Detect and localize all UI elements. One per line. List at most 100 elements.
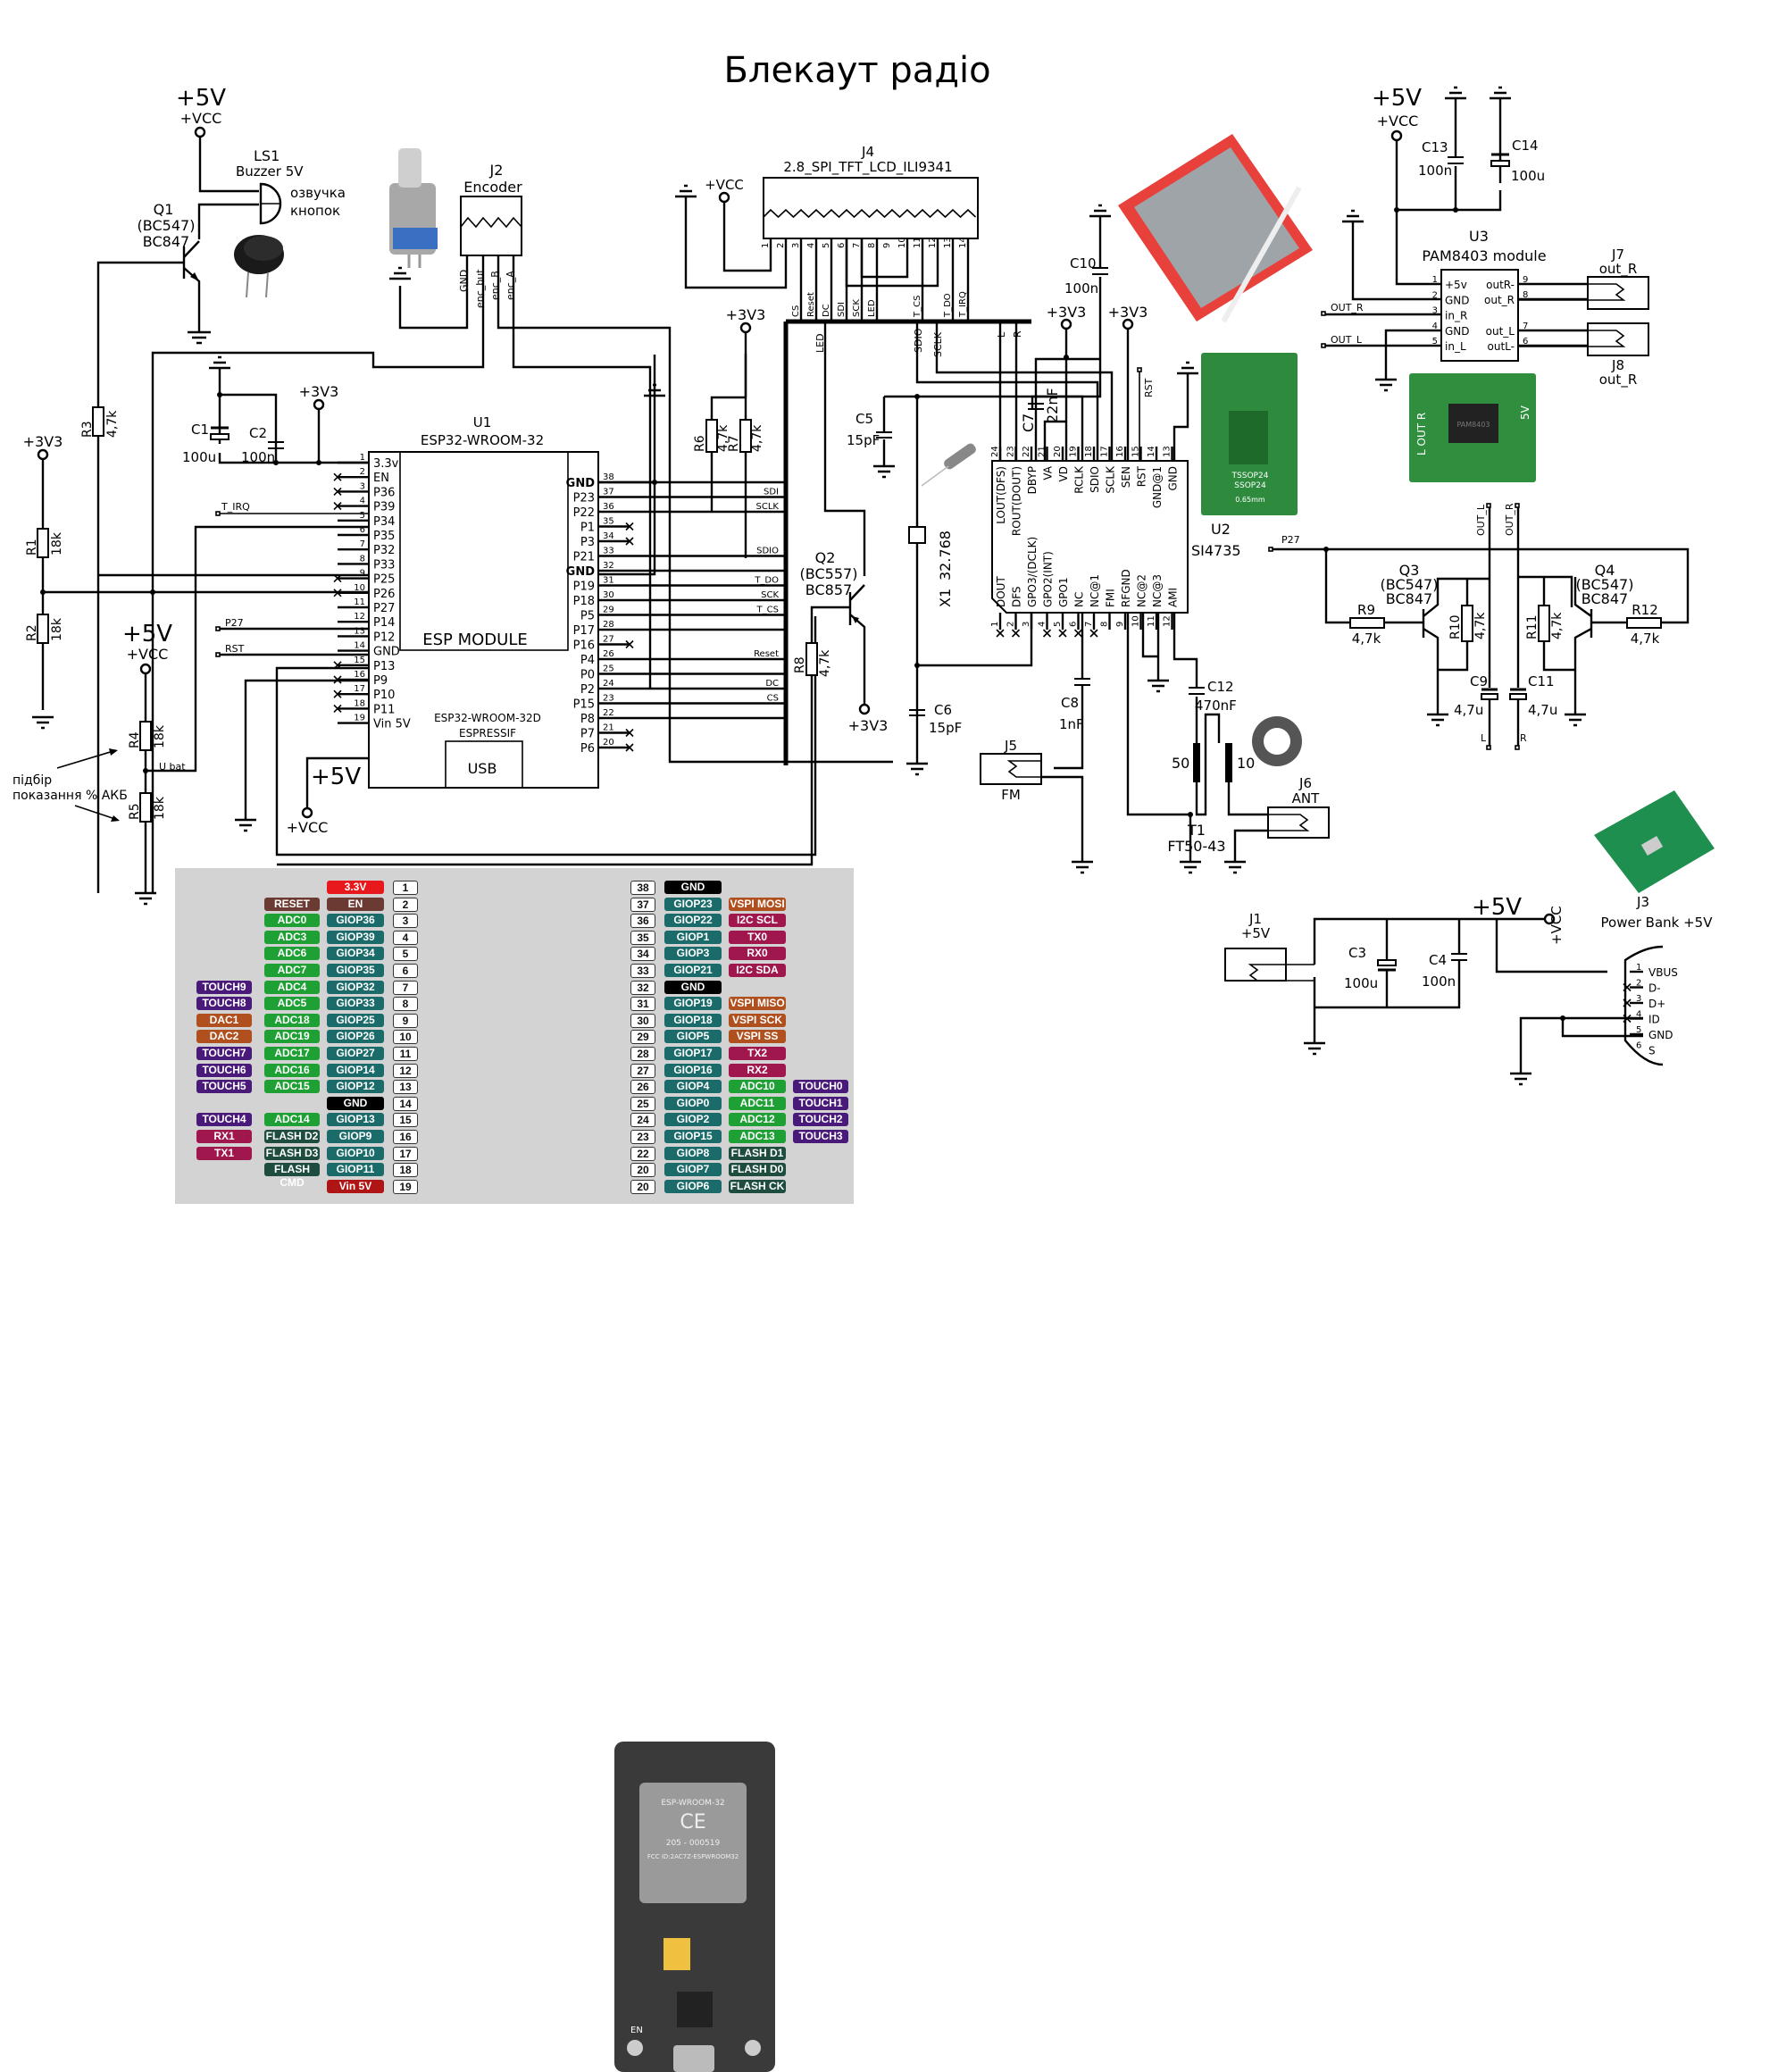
pinout-label: DAC2 <box>196 1030 252 1044</box>
wire-vd <box>1043 329 1068 461</box>
no-connect-icon <box>625 743 634 752</box>
u3-pin-number: 1 <box>1432 275 1438 285</box>
terminal-icon <box>37 448 49 461</box>
pinout-pin-number: 4 <box>393 930 418 945</box>
c8-value: 1nF <box>1059 716 1084 732</box>
u2-pin-number: 13 <box>1163 446 1173 457</box>
u1-net-label: DC <box>765 679 779 689</box>
u1-pin-label: GND <box>373 646 400 659</box>
wire <box>1395 98 1502 286</box>
u1-pin-number: 30 <box>603 590 614 600</box>
c14-value: 100u <box>1511 168 1545 184</box>
buzzer-icon <box>259 182 282 225</box>
wire <box>512 255 652 688</box>
u1-pin-label: GND <box>566 565 596 579</box>
wire <box>1195 713 1268 816</box>
u3-pin-number: 2 <box>1432 290 1438 300</box>
ls1-note2: кнопок <box>290 203 340 219</box>
u1-pin-label: P32 <box>373 544 395 557</box>
u1-pin-label: P39 <box>373 501 395 514</box>
c9-ref: C9 <box>1470 673 1488 689</box>
wire-p14 <box>275 616 817 856</box>
pinout-label: GIOP39 <box>327 930 384 944</box>
npn-transistor-icon <box>182 240 201 332</box>
pinout-label: TX2 <box>729 1047 786 1060</box>
wire-gnd <box>598 482 656 576</box>
pinout-pin-number: 5 <box>393 947 418 962</box>
pinout-label: ADC11 <box>729 1096 786 1110</box>
r2-value: 18k <box>50 617 64 641</box>
pinout-pin-number: 29 <box>630 1030 655 1045</box>
resistor-r6 <box>705 419 718 453</box>
pam8403-module <box>1440 269 1519 362</box>
no-connect-icon <box>1042 629 1052 638</box>
resistor-r12 <box>1626 617 1662 629</box>
en-button <box>627 2040 643 2056</box>
wire <box>96 261 184 893</box>
pam-chip-label: PAM8403 <box>1456 421 1490 429</box>
u3-pin-number: 9 <box>1523 275 1528 285</box>
pinout-pin-number: 24 <box>630 1113 655 1128</box>
wire-gnd <box>244 679 369 820</box>
u2-pin-label: SEN <box>1120 466 1132 488</box>
u2-pin-label: NC <box>1073 592 1086 607</box>
lcd-photo-icon <box>1118 134 1313 323</box>
u1-usb: USB <box>468 760 497 777</box>
capacitor-plate <box>1490 160 1510 167</box>
u1-pin-label: GND <box>566 477 596 490</box>
j4-ref: J4 <box>861 144 874 160</box>
j4-pin-number: 3 <box>791 243 801 248</box>
u1-pin-number: 4 <box>360 497 365 506</box>
u1-pin-number: 31 <box>603 576 614 586</box>
pinout-pin-number: 20 <box>630 1163 655 1178</box>
ground-icon <box>389 266 411 280</box>
resistor-r3 <box>92 406 104 437</box>
u2-pin-label: DBYP <box>1026 466 1039 494</box>
pinout-label: TOUCH4 <box>196 1113 252 1127</box>
no-connect-icon <box>333 675 342 684</box>
pitch-label: 0.65mm <box>1235 496 1265 504</box>
pinout-label: GIOP4 <box>664 1080 722 1094</box>
net-port <box>215 652 221 657</box>
c12-ref: C12 <box>1207 679 1234 695</box>
wire-vin <box>305 756 369 808</box>
j5-value: FM <box>1001 787 1021 803</box>
u2-pin-number: 18 <box>1084 446 1094 457</box>
u3-pin-label: GND <box>1445 325 1470 338</box>
u2-pin-number: 22 <box>1022 446 1031 457</box>
u1-pin-number: 10 <box>354 583 365 593</box>
r7-ref: R7 <box>727 435 741 452</box>
j4-net-label: T_DO <box>943 293 953 318</box>
resistor-r4 <box>139 721 152 751</box>
j8-ref: J8 <box>1611 357 1624 373</box>
wire-gnd <box>598 355 656 484</box>
power-label-5v: +5V <box>311 764 361 790</box>
pinout-label: TOUCH2 <box>793 1113 848 1127</box>
no-connect-icon <box>333 589 342 597</box>
wire <box>497 255 893 764</box>
q3-ref: Q3 <box>1399 562 1420 579</box>
pinout-pin-number: 7 <box>393 980 418 995</box>
u2-pin-number: 1 <box>990 622 1000 627</box>
pinout-label: ADC13 <box>729 1130 786 1143</box>
u1-pin-label: P13 <box>373 660 395 673</box>
esp32-pinout-image: ESP-WROOM-32 CE 205 - 000519 FCC ID:2AC7… <box>175 868 854 2072</box>
u2-pin-label: GND <box>1167 466 1180 491</box>
pinout-pin-number: 30 <box>630 1013 655 1028</box>
u1-pin-label: P0 <box>580 669 595 682</box>
u2-pin-label: NC@3 <box>1151 574 1164 607</box>
c2-value: 100n <box>241 449 275 465</box>
connector-pins <box>1518 283 1626 301</box>
u1-pin-number: 29 <box>603 606 614 615</box>
wire-ubat <box>146 525 369 773</box>
r2-ref: R2 <box>25 624 39 641</box>
u1-pin-number: 38 <box>603 472 614 482</box>
ground-icon <box>235 818 256 832</box>
c3-ref: C3 <box>1348 945 1366 961</box>
net-port <box>1137 367 1142 372</box>
net-r: R <box>1012 330 1023 338</box>
pinout-pin-number: 3 <box>393 914 418 929</box>
c7-value: 22nF <box>1044 388 1061 423</box>
wire <box>710 354 747 558</box>
junction <box>1394 207 1399 213</box>
